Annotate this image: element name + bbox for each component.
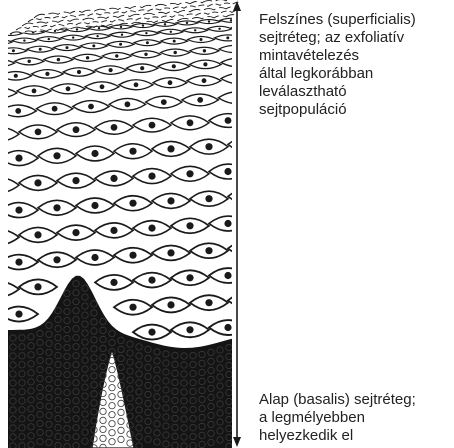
basal-layer-caption: Alap (basalis) sejtréteg; a legmélyebben… (259, 391, 453, 445)
depth-arrow-icon (230, 0, 244, 448)
epithelial-tissue (0, 0, 240, 448)
superficial-layer-caption: Felszínes (superficialis) sejtréteg; az … (259, 11, 451, 119)
epithelium-illustration (0, 0, 240, 448)
